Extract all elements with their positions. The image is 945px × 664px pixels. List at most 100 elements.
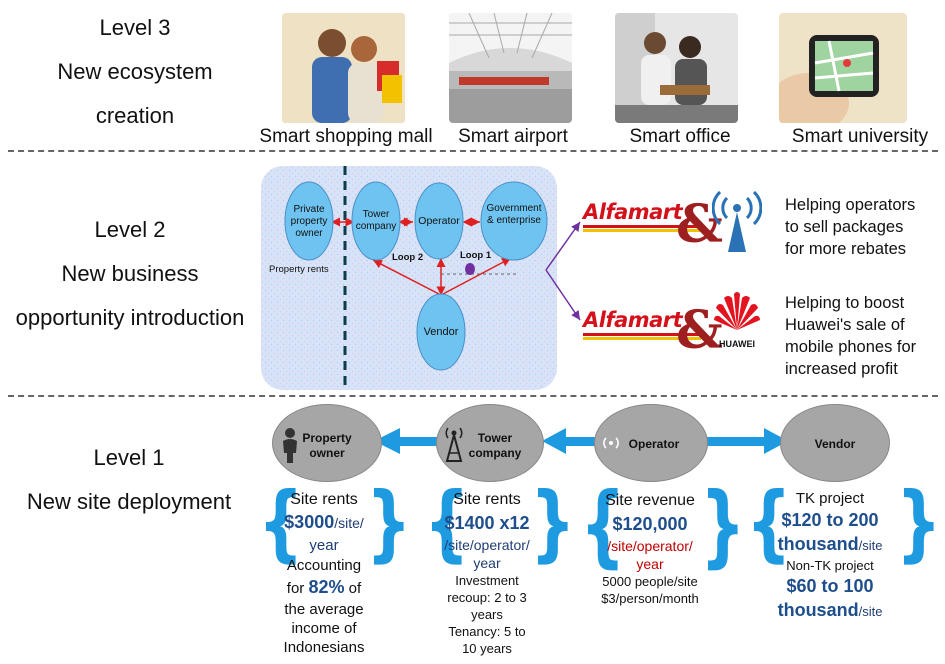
partner2-line1: Helping to boost	[785, 294, 905, 312]
tower-heading: Site rents	[453, 491, 521, 508]
property-line-e: Indonesians	[283, 639, 365, 656]
arrow-vendor-tower	[372, 259, 440, 295]
property-amount: $3000	[284, 512, 335, 532]
alfamart-logo-2: Alfamart	[583, 308, 701, 340]
huawei-text: HUAWEI	[719, 339, 755, 349]
level2-title-block: Level 2 New business opportunity introdu…	[2, 208, 258, 340]
property-line-b-pre: for	[286, 580, 309, 597]
level1-subtitle: New site deployment	[26, 489, 232, 514]
divider-level3-level2	[8, 150, 938, 152]
brace-property-left: {	[258, 475, 304, 572]
tower-icon	[445, 427, 463, 462]
level1-title-block: Level 1 New site deployment	[2, 436, 256, 524]
vendor-details: TK project $120 to 200 thousand/site Non…	[760, 490, 900, 624]
business-diagram-svg	[261, 166, 557, 390]
ampersand-1: &	[676, 194, 723, 255]
vendor-unit2: /site	[858, 604, 883, 619]
node-label-vendor: Vendor	[423, 326, 459, 338]
tower-line-c: years	[471, 607, 503, 622]
property-rents-label: Property rents	[269, 264, 329, 275]
business-diagram: Private property owner Tower company Ope…	[261, 166, 557, 390]
antenna-icon	[712, 190, 762, 252]
property-unit2: year	[309, 537, 339, 554]
vendor-amount2b: thousand	[777, 600, 859, 620]
office-workers-photo	[615, 13, 738, 123]
tower-line-b: recoup: 2 to 3	[447, 590, 527, 605]
tower-amount: $1400 x12	[444, 513, 530, 533]
huawei-logo: HUAWEI	[712, 290, 762, 350]
node-label-tower-company: Tower company	[355, 209, 397, 232]
level1-node-label-tower-company: Tower company	[468, 431, 522, 460]
property-line-b-post: of	[344, 580, 362, 597]
tower-details: Site rents $1400 x12 /site/operator/ yea…	[434, 490, 540, 657]
alfamart-logo-1: Alfamart	[583, 200, 701, 232]
level3-subtitle-2: creation	[95, 103, 175, 128]
loop2-label: Loop 2	[392, 252, 424, 263]
partner2-description: Helping to boost Huawei's sale of mobile…	[785, 292, 916, 380]
partner1-description: Helping operators to sell packages for m…	[785, 194, 915, 260]
partner-connectors	[545, 221, 581, 321]
wireless-icon	[603, 437, 619, 449]
alfamart-brand-1: Alfamart	[583, 200, 683, 224]
level1-node-tower-company: Tower company	[436, 404, 544, 482]
level3-title-block: Level 3 New ecosystem creation	[20, 6, 250, 138]
level1-node-property-owner: Property owner	[272, 404, 382, 482]
level2-title: Level 2	[94, 217, 166, 242]
partner2-line4: increased profit	[785, 360, 898, 378]
brace-operator-right: }	[700, 475, 746, 579]
tower-unit: /site/operator/	[444, 537, 530, 553]
node-vendor	[416, 293, 466, 371]
operator-heading: Site revenue	[605, 492, 695, 509]
vendor-amount2: $60 to 100	[786, 576, 874, 596]
partner1-line1: Helping operators	[785, 196, 916, 214]
tower-line-d: Tenancy: 5 to	[448, 624, 526, 639]
node-label-private-owner: Private property owner	[290, 204, 328, 239]
property-unit: /site/	[334, 515, 364, 531]
brace-vendor-right: }	[896, 475, 942, 572]
airport-terminal-photo	[449, 13, 572, 123]
property-line-a: Accounting	[286, 557, 362, 574]
shopping-couple-photo	[282, 13, 405, 123]
vendor-amount1: $120 to 200	[781, 510, 879, 530]
smartphone-map-photo	[779, 13, 907, 123]
vendor-heading: TK project	[795, 490, 865, 507]
brace-tower-right: }	[530, 475, 576, 572]
level1-node-vendor: Vendor	[780, 404, 890, 482]
alfamart-brand-2: Alfamart	[583, 308, 683, 332]
vendor-unit1: /site	[858, 538, 883, 553]
operator-line-b: $3/person/month	[601, 591, 699, 606]
partner2-line2: Huawei's sale of	[785, 316, 905, 334]
tower-unit2: year	[473, 555, 501, 571]
brace-operator-left: {	[580, 475, 626, 579]
operator-details: Site revenue $120,000 /site/operator/ ye…	[590, 491, 710, 607]
property-heading: Site rents	[290, 491, 358, 508]
node-label-operator: Operator	[418, 215, 460, 227]
node-private-owner	[284, 181, 334, 261]
caption-smart-university: Smart university	[791, 126, 929, 147]
partner2-line3: mobile phones for	[785, 338, 917, 356]
level2-subtitle-2: opportunity introduction	[15, 305, 245, 330]
brace-vendor-left: {	[746, 475, 792, 572]
property-line-b-pct: 82%	[308, 577, 345, 597]
level1-node-label-property-owner: Property owner	[302, 431, 352, 460]
caption-smart-airport: Smart airport	[458, 126, 568, 147]
arrow-vendor-government	[442, 257, 512, 295]
brace-property-right: }	[366, 475, 412, 572]
property-line-c: the average	[284, 601, 364, 618]
huawei-petals-icon	[714, 292, 760, 330]
loop1-label: Loop 1	[460, 250, 492, 261]
level1-arrows	[374, 428, 788, 454]
caption-smart-office: Smart office	[629, 126, 731, 147]
vendor-subheading: Non-TK project	[786, 558, 874, 573]
tower-line-a: Investment	[455, 573, 519, 588]
level1-node-operator: Operator	[594, 404, 708, 482]
person-icon	[283, 428, 297, 463]
operator-unit2: year	[636, 556, 664, 572]
level3-title: Level 3	[99, 15, 171, 40]
loop1-marker	[465, 263, 475, 275]
node-government	[480, 181, 548, 261]
level2-subtitle-1: New business	[61, 261, 199, 286]
operator-amount: $120,000	[612, 514, 688, 534]
vendor-amount1b: thousand	[777, 534, 859, 554]
partner1-line3: for more rebates	[785, 240, 907, 258]
